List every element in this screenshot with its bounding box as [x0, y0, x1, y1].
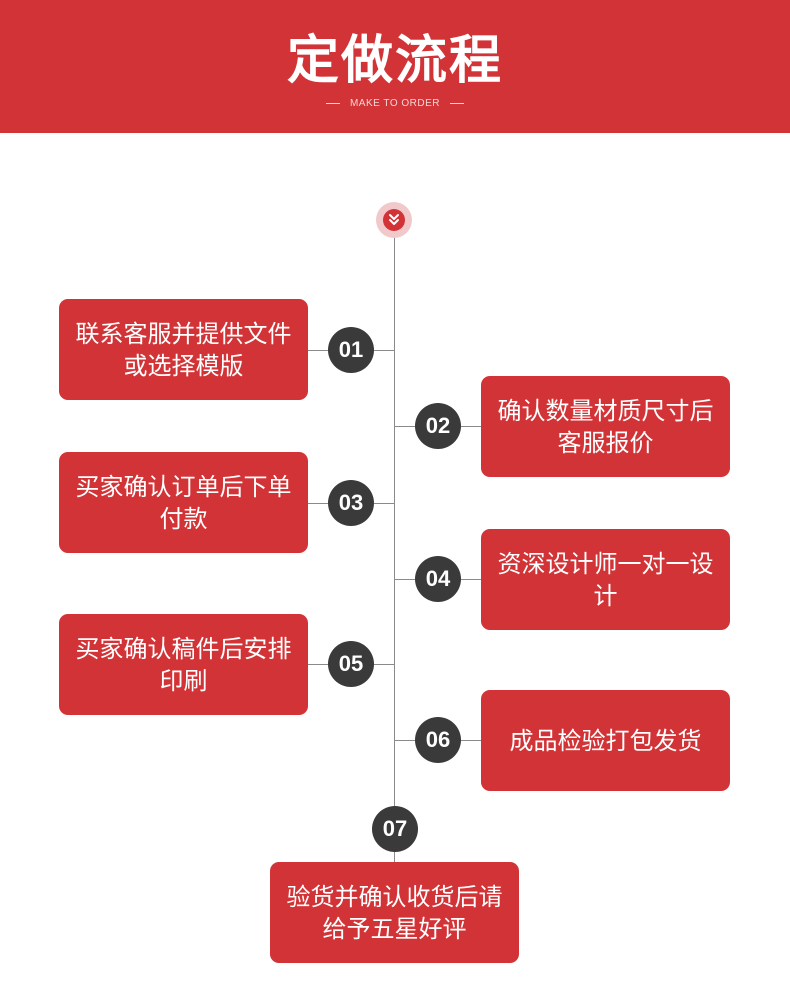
step-03-number: 03 — [328, 480, 374, 526]
step-01-text: 联系客服并提供文件或选择模版 — [75, 319, 292, 380]
step-07-box: 验货并确认收货后请给予五星好评 — [270, 862, 519, 963]
step-01-box: 联系客服并提供文件或选择模版 — [59, 299, 308, 400]
step-07-number: 07 — [372, 806, 418, 852]
step-04-box: 资深设计师一对一设计 — [481, 529, 730, 630]
step-02-text: 确认数量材质尺寸后客服报价 — [497, 396, 714, 457]
timeline-start-marker — [376, 202, 412, 238]
chevron-down-double-icon — [383, 209, 405, 231]
subtitle-right-dash — [450, 102, 465, 104]
step-03-text: 买家确认订单后下单付款 — [75, 472, 292, 533]
header-banner: 定做流程 MAKE TO ORDER — [0, 0, 790, 133]
step-06-box: 成品检验打包发货 — [481, 690, 730, 791]
step-06-text: 成品检验打包发货 — [509, 726, 702, 755]
page-title: 定做流程 — [286, 31, 503, 91]
step-07-text: 验货并确认收货后请给予五星好评 — [286, 882, 503, 943]
step-02-box: 确认数量材质尺寸后客服报价 — [481, 376, 730, 477]
step-01-number: 01 — [328, 327, 374, 373]
step-04-number: 04 — [415, 556, 461, 602]
step-03-box: 买家确认订单后下单付款 — [59, 452, 308, 553]
step-05-number: 05 — [328, 641, 374, 687]
step-06-number: 06 — [415, 717, 461, 763]
subtitle-left-dash — [325, 102, 340, 104]
timeline-line — [394, 236, 395, 862]
subtitle-text: MAKE TO ORDER — [349, 98, 441, 109]
step-02-number: 02 — [415, 403, 461, 449]
page-subtitle: MAKE TO ORDER — [0, 98, 790, 109]
step-05-box: 买家确认稿件后安排印刷 — [59, 614, 308, 715]
step-05-text: 买家确认稿件后安排印刷 — [75, 634, 292, 695]
step-04-text: 资深设计师一对一设计 — [497, 549, 714, 610]
